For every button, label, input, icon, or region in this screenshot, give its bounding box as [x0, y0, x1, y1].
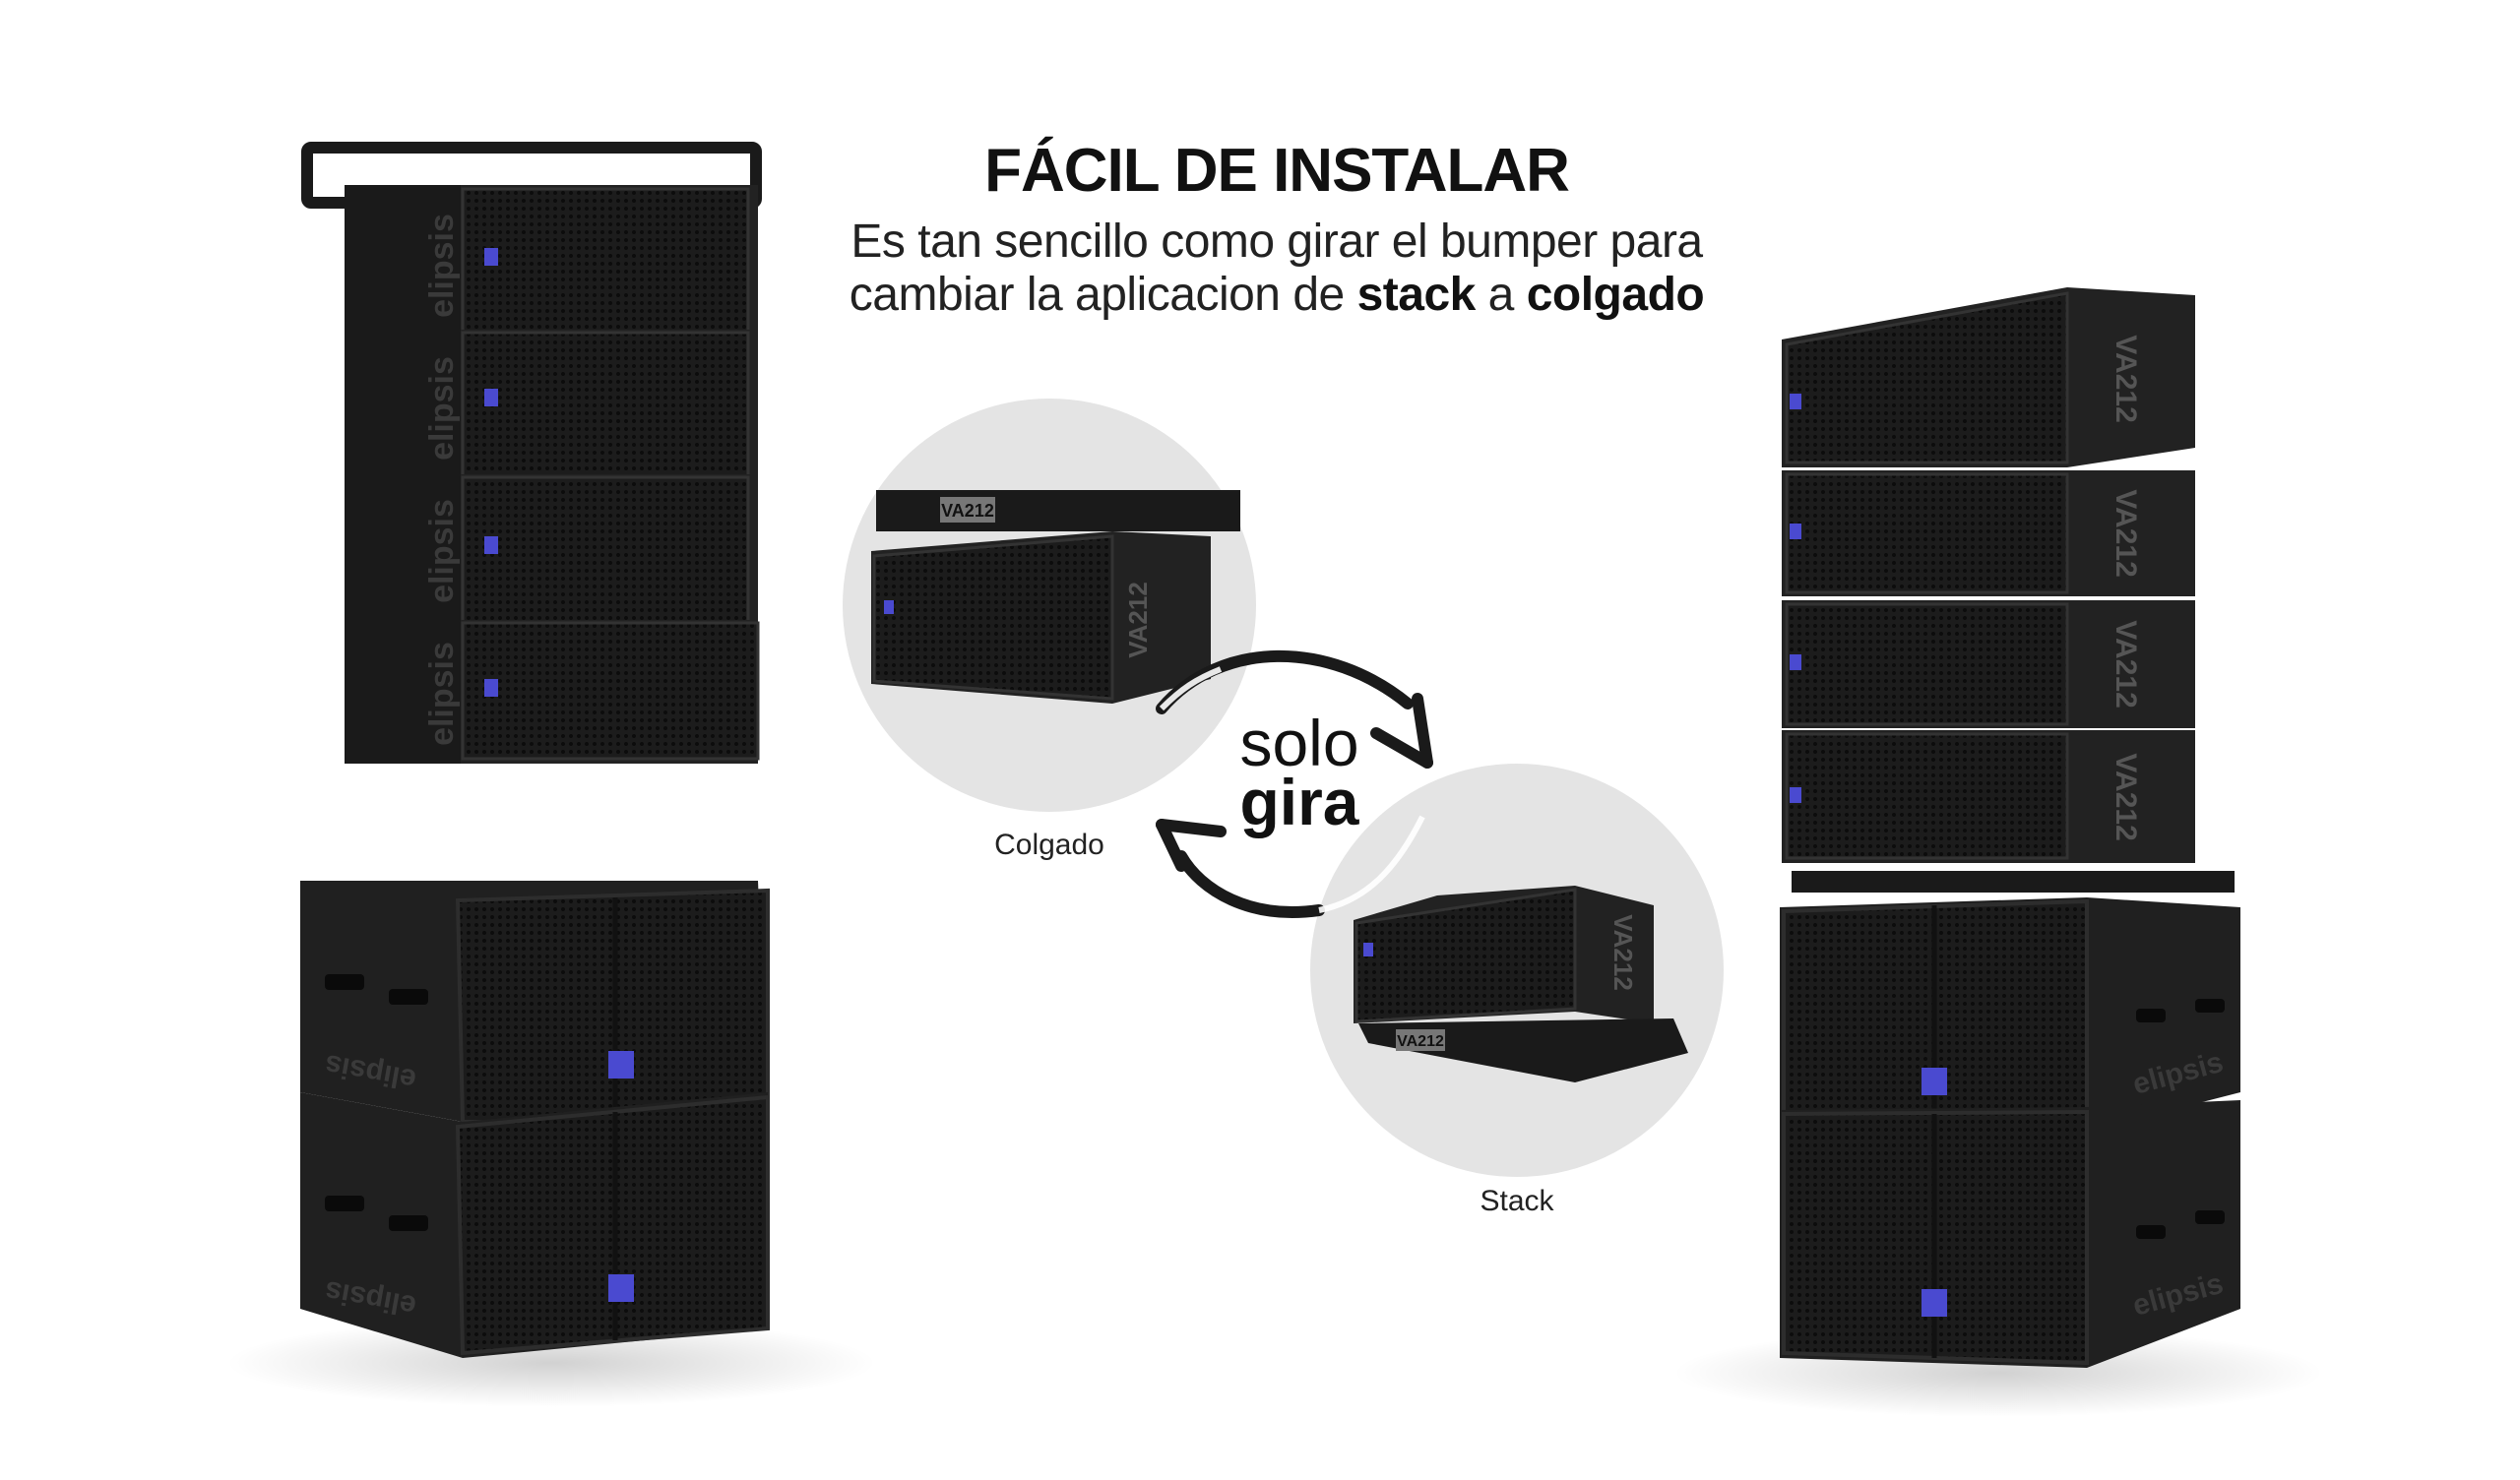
- brand-logo-badge: [884, 600, 894, 614]
- colgado-illustration: VA212 VA212: [843, 399, 1256, 812]
- line-array-cabinet: [345, 620, 760, 764]
- brand-logo-badge: [484, 679, 498, 697]
- brand-logo-badge: [1790, 654, 1801, 670]
- brand-logo-text: elipsis: [423, 642, 461, 746]
- left-subwoofer-stack: elipsis elipsis: [300, 881, 770, 1358]
- brand-logo-badge: [1790, 394, 1801, 409]
- arrow-counterclockwise-icon: [1175, 850, 1325, 918]
- brand-logo-badge: [1790, 787, 1801, 803]
- model-label: VA212: [2110, 620, 2142, 709]
- model-label: VA212: [2110, 753, 2142, 841]
- line-array-cabinet: [1782, 730, 2195, 863]
- subwoofer-cabinet: [1780, 1100, 2240, 1368]
- line-array-cabinet: [345, 330, 758, 497]
- bumper-frame: [876, 490, 1240, 531]
- subtitle-colgado: colgado: [1526, 269, 1705, 321]
- right-subwoofer-stack: elipsis elipsis: [1780, 897, 2240, 1368]
- subwoofer-cabinet: [300, 1092, 770, 1358]
- speaker-cabinet: [872, 534, 1114, 701]
- subwoofer-cabinet: [300, 881, 770, 1124]
- bumper-frame: [1792, 871, 2235, 893]
- model-label: VA212: [1397, 1033, 1444, 1050]
- floor-shadow: [226, 1319, 876, 1407]
- model-plate: [940, 497, 995, 523]
- line-array-cabinet: [345, 474, 758, 632]
- subtitle-mid: a: [1475, 269, 1527, 321]
- model-label: VA212: [1608, 914, 1638, 991]
- brand-logo-badge: [1922, 1068, 1947, 1095]
- model-label: VA212: [2110, 335, 2142, 423]
- brand-logo-badge: [484, 389, 498, 406]
- brand-logo-badge: [484, 248, 498, 266]
- brand-logo-badge: [1363, 943, 1373, 956]
- model-label: VA212: [941, 501, 994, 521]
- model-plate: [1396, 1029, 1445, 1051]
- right-line-array: VA212 VA212 VA212 VA212: [1782, 287, 2235, 893]
- brand-logo-text: elipsis: [423, 356, 461, 461]
- brand-logo-badge: [608, 1051, 634, 1079]
- rotation-word-solo: solo: [1239, 707, 1359, 779]
- brand-logo-badge: [1790, 524, 1801, 539]
- brand-logo-text: elipsis: [423, 214, 461, 318]
- rotation-word-gira: gira: [1239, 766, 1359, 838]
- model-label: VA212: [1123, 582, 1153, 658]
- stack-illustration: VA212 VA212: [1310, 764, 1724, 1177]
- brand-logo-text: elipsis: [423, 499, 461, 603]
- subtitle-line-1: Es tan sencillo como girar el bumper par…: [850, 216, 1703, 268]
- caption-stack: Stack: [1480, 1185, 1554, 1217]
- left-line-array: elipsis elipsis elipsis elipsis: [301, 142, 762, 764]
- subwoofer-cabinet: [1780, 897, 2240, 1132]
- line-array-cabinet: [1782, 287, 2195, 467]
- subtitle-prefix: cambiar la aplicacion de: [849, 269, 1357, 321]
- caption-colgado: Colgado: [994, 829, 1104, 861]
- brand-logo-badge: [1922, 1289, 1947, 1317]
- subtitle-stack: stack: [1356, 269, 1477, 321]
- rotation-arrows: [1156, 649, 1433, 918]
- brand-logo-badge: [608, 1274, 634, 1302]
- model-label: VA212: [2110, 489, 2142, 578]
- speaker-cabinet: [1354, 888, 1577, 1023]
- line-array-cabinet: [1782, 470, 2195, 596]
- line-array-cabinet: [1782, 600, 2195, 728]
- brand-logo-badge: [484, 536, 498, 554]
- subtitle-line-2: cambiar la aplicacion de stack a colgado: [0, 268, 2520, 322]
- page-title: FÁCIL DE INSTALAR: [984, 137, 1570, 205]
